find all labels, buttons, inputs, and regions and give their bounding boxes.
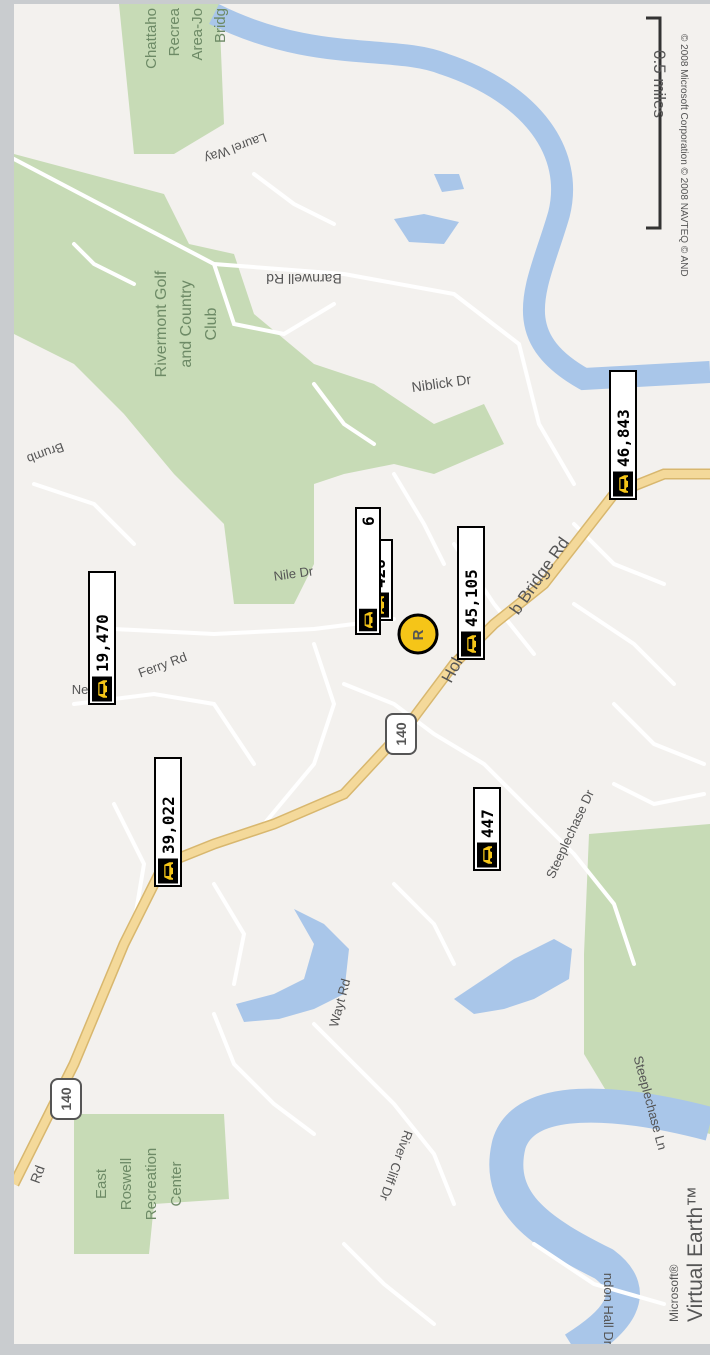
road-label-ne-ferry-rd-prefix: Ne xyxy=(72,682,89,697)
copyright-text: © 2008 Microsoft Corporation © 2008 NAVT… xyxy=(678,34,689,277)
highway-shield-top: 140 xyxy=(385,713,417,755)
scale-bar: 0.5 miles xyxy=(646,16,669,230)
highway-shield-bottom: 140 xyxy=(50,1078,82,1120)
park-label-rivermont-1: Rivermont Golf xyxy=(153,270,170,377)
brand-virtual-earth: Virtual Earth™ xyxy=(684,1186,707,1322)
river-chattahoochee-north xyxy=(209,4,710,391)
park-label-chattahoochee-1: Chattaho xyxy=(143,8,160,69)
lake-wayt xyxy=(236,909,349,1022)
traffic-badge-6[interactable]: 6 xyxy=(355,507,381,635)
park-steeplechase xyxy=(584,824,710,1134)
park-label-rivermont-3: Club xyxy=(203,307,220,340)
road-label-rd-fragment: Rd xyxy=(27,1163,48,1185)
location-marker-r[interactable]: R xyxy=(397,613,439,655)
traffic-count-39022: 39,022 xyxy=(159,796,178,854)
traffic-badge-46843[interactable]: 46,843 xyxy=(609,370,637,500)
park-label-rivermont-2: and Country xyxy=(178,280,195,367)
traffic-count-45105: 45,105 xyxy=(462,569,481,627)
highway-shield-bottom-label: 140 xyxy=(58,1087,74,1111)
park-chattahoochee xyxy=(119,4,224,154)
road-label-london-hall-dr: ndon Hall Dr xyxy=(601,1273,616,1344)
park-label-east-roswell-4: Center xyxy=(168,1161,185,1206)
traffic-badge-19470[interactable]: 19,470 xyxy=(88,571,116,705)
park-label-chattahoochee-2: Recrea xyxy=(166,7,183,56)
scale-label: 0.5 miles xyxy=(650,50,669,118)
traffic-count-6: 6 xyxy=(359,516,378,526)
brand-microsoft: Microsoft® xyxy=(667,1264,681,1322)
park-label-east-roswell-1: East xyxy=(93,1168,110,1199)
traffic-count-19470: 19,470 xyxy=(93,614,112,672)
traffic-badge-45105[interactable]: 45,105 xyxy=(457,526,485,660)
lake-b xyxy=(434,174,464,192)
park-rivermont xyxy=(14,154,504,604)
road-label-barnwell-rd: Barnwell Rd xyxy=(266,271,341,287)
lake-steeplechase xyxy=(454,939,572,1014)
highway-shield-top-label: 140 xyxy=(393,722,409,746)
park-label-chattahoochee-4: Bridg xyxy=(212,8,229,43)
lake-a xyxy=(394,214,459,244)
traffic-count-447: 447 xyxy=(478,809,497,838)
traffic-badge-447[interactable]: 447 xyxy=(473,787,501,871)
map-canvas[interactable]: 140 140 Chattaho Recrea Area-Jo Bridg Ri… xyxy=(14,4,710,1344)
park-east-roswell xyxy=(74,1114,229,1254)
park-label-east-roswell-3: Recreation xyxy=(143,1148,160,1221)
park-label-east-roswell-2: Roswell xyxy=(118,1158,135,1211)
road-label-nile-dr: Nile Dr xyxy=(273,563,315,583)
park-label-chattahoochee-3: Area-Jo xyxy=(189,8,206,61)
map-svg: 140 140 Chattaho Recrea Area-Jo Bridg Ri… xyxy=(14,4,710,1344)
traffic-count-46843: 46,843 xyxy=(614,409,633,467)
traffic-badge-39022[interactable]: 39,022 xyxy=(154,757,182,887)
river-chattahoochee-south xyxy=(489,1088,710,1344)
location-marker-letter: R xyxy=(410,629,427,640)
